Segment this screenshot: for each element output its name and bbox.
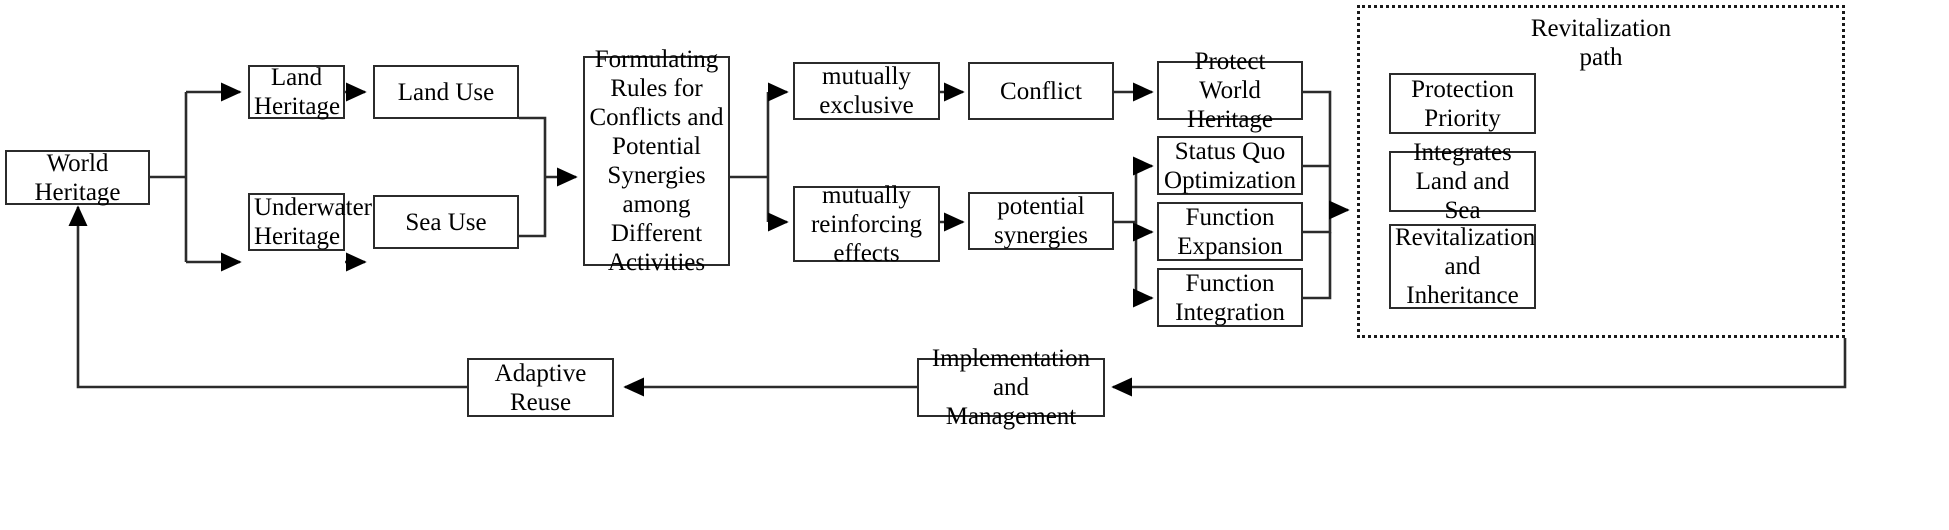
node-conflict[interactable]: Conflict — [968, 62, 1114, 120]
node-land-heritage[interactable]: Land Heritage — [248, 64, 345, 120]
node-sea-use[interactable]: Sea Use — [373, 195, 519, 249]
node-sea-use-label: Sea Use — [405, 208, 487, 236]
wire-adaptive-reuse-to-world-heritage — [68, 205, 467, 389]
node-conflict-label: Conflict — [1000, 77, 1082, 105]
node-land-use-label: Land Use — [397, 78, 495, 106]
node-land-use[interactable]: Land Use — [373, 65, 519, 119]
wire-integration-merge — [1303, 232, 1332, 300]
node-land-heritage-label: Land Heritage — [254, 64, 341, 120]
wire-expansion-merge — [1303, 210, 1332, 234]
revitalization-path-panel — [1357, 5, 1845, 338]
wire-uses-merge — [519, 116, 547, 238]
wire-protect-merge — [1303, 90, 1332, 210]
wire-panel-to-implementation — [1111, 338, 1847, 397]
